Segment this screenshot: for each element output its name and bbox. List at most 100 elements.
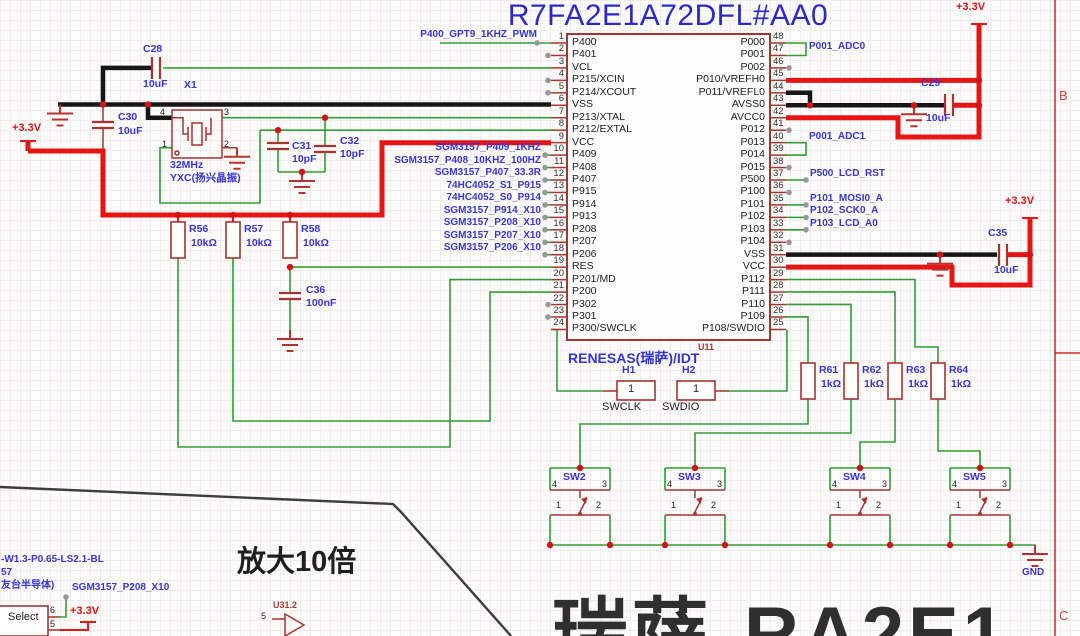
ic-pin-number: 21 (553, 280, 564, 292)
cap-refdes[interactable]: C36 (306, 284, 326, 296)
junction-dot (274, 127, 282, 134)
resistor-R61[interactable] (800, 362, 816, 400)
ic-pin-number: 2 (558, 43, 564, 55)
no-connect-dot (803, 202, 809, 208)
net-label[interactable]: 74HC4052_S0_P914 (446, 192, 541, 203)
ic-pin-name: P001 (740, 48, 765, 61)
partial-text[interactable]: 57 (1, 567, 13, 578)
resistor-value[interactable]: 10kΩ (303, 237, 329, 249)
no-connect-dot (545, 90, 551, 96)
ic-pin-number: 18 (553, 242, 564, 254)
select-component[interactable] (0, 605, 60, 636)
resistor-R63[interactable] (887, 362, 903, 400)
net-label[interactable]: P001_ADC1 (809, 131, 866, 142)
net-label[interactable]: P500_LCD_RST (810, 168, 886, 179)
net-label[interactable]: SGM3157_P208_X10 (443, 217, 541, 228)
switch-pin: 1 (556, 500, 562, 510)
net-label[interactable]: SGM3157_P208_X10 (72, 582, 170, 593)
ic-pin-name: P214/XCOUT (572, 85, 637, 98)
resistor-value[interactable]: 1kΩ (864, 378, 885, 390)
resistor-refdes[interactable]: R62 (862, 364, 882, 376)
net-label[interactable]: P102_SCK0_A (810, 205, 879, 216)
resistor-refdes[interactable]: R61 (819, 364, 839, 376)
cap-value[interactable]: 10pF (292, 153, 317, 165)
resistor-R56[interactable] (170, 221, 186, 259)
header-refdes[interactable]: H1 (622, 364, 636, 376)
no-connect-dot (542, 177, 548, 183)
cap-value[interactable]: 10uF (118, 125, 143, 137)
net-label[interactable]: SGM3157_P914_X10 (443, 205, 541, 216)
net-label[interactable]: SGM3157_P408_10KHZ_100HZ (394, 155, 541, 166)
net-label[interactable]: 74HC4052_S1_P915 (446, 180, 541, 191)
ic-pin-name: P913 (572, 210, 597, 223)
resistor-value[interactable]: 10kΩ (191, 237, 217, 249)
net-label[interactable]: SGM3157_P207_X10 (443, 230, 541, 241)
ic-pin-number: 39 (773, 143, 784, 155)
net-label[interactable]: SGM3157_P407_33.3R (434, 167, 541, 178)
cap-refdes[interactable]: C28 (143, 43, 163, 55)
net-label[interactable]: P001_ADC0 (809, 41, 866, 52)
resistor-refdes[interactable]: R56 (189, 223, 209, 235)
ic-pin-number: 5 (558, 80, 564, 92)
net-label[interactable]: P101_MOSI0_A (810, 193, 883, 204)
crystal-refdes[interactable]: X1 (184, 79, 197, 91)
resistor-R57[interactable] (225, 221, 241, 259)
ic-refdes: U11 (698, 342, 715, 352)
net-label[interactable]: SGM3157_P206_X10 (443, 242, 541, 253)
resistor-refdes[interactable]: R63 (906, 364, 926, 376)
junction-dot (174, 211, 182, 219)
crystal-x1[interactable] (171, 109, 237, 159)
ic-pin-name: P109 (740, 310, 765, 322)
resistor-value[interactable]: 1kΩ (908, 378, 929, 390)
resistor-refdes[interactable]: R64 (949, 364, 969, 376)
ic-pin-number: 15 (553, 205, 564, 217)
microcontroller-body[interactable] (566, 33, 771, 341)
opamp-u31[interactable] (272, 612, 306, 636)
crystal-freq[interactable]: 32MHz (170, 159, 204, 171)
junction-dot (826, 541, 834, 549)
cap-refdes[interactable]: C35 (988, 227, 1008, 239)
signal-wires[interactable] (60, 42, 1036, 618)
cap-refdes[interactable]: C29 (921, 77, 941, 89)
resistor-value[interactable]: 10kΩ (246, 237, 272, 249)
resistor-value[interactable]: 1kΩ (951, 378, 972, 390)
switch-refdes[interactable]: SW4 (843, 471, 866, 483)
cap-refdes[interactable]: C30 (118, 111, 138, 123)
switch-pin: 3 (602, 479, 608, 489)
cap-value[interactable]: 10pF (340, 148, 365, 160)
cap-value[interactable]: 10uF (994, 264, 1019, 276)
cap-refdes[interactable]: C31 (292, 140, 312, 152)
ic-pin-name: P212/EXTAL (572, 123, 632, 136)
power-wires[interactable] (25, 24, 1033, 288)
net-label[interactable]: P103_LCD_A0 (810, 218, 878, 229)
net-label[interactable]: SGM3157_P409_1KHZ (435, 142, 541, 153)
debug-headers[interactable] (603, 380, 729, 401)
switch-refdes[interactable]: SW3 (678, 471, 701, 483)
switch-refdes[interactable]: SW5 (963, 471, 986, 483)
switch-pivot (978, 512, 982, 516)
resistor-R62[interactable] (843, 362, 859, 400)
resistor-refdes[interactable]: R57 (244, 223, 264, 235)
header-refdes[interactable]: H2 (682, 364, 696, 376)
resistor-R58[interactable] (282, 221, 298, 259)
junction-dot (546, 541, 554, 549)
no-connect-dot (803, 214, 809, 221)
cap-value[interactable]: 100nF (306, 297, 337, 309)
partial-text[interactable]: 友台半导体) (1, 580, 55, 591)
crystal-mfr[interactable]: YXC(扬兴晶振) (170, 172, 241, 184)
ic-pin-name: P200 (572, 285, 597, 298)
resistor-value[interactable]: 1kΩ (821, 378, 842, 390)
cap-value[interactable]: 10uF (926, 112, 951, 124)
resistor-refdes[interactable]: R58 (301, 223, 321, 235)
cap-value[interactable]: 10uF (143, 78, 168, 90)
switch-refdes[interactable]: SW2 (563, 471, 586, 483)
ic-vendor[interactable]: RENESAS(瑞萨)/IDT (568, 350, 700, 366)
no-connect-dot (542, 202, 548, 208)
ic-pin-number: 47 (773, 43, 784, 55)
cap-refdes[interactable]: C32 (340, 135, 360, 147)
resistor-R64[interactable] (930, 362, 946, 400)
partial-text[interactable]: -W1.3-P0.65-LS2.1-BL (1, 554, 104, 565)
net-label[interactable]: P400_GPT9_1KHZ_PWM (420, 29, 537, 40)
